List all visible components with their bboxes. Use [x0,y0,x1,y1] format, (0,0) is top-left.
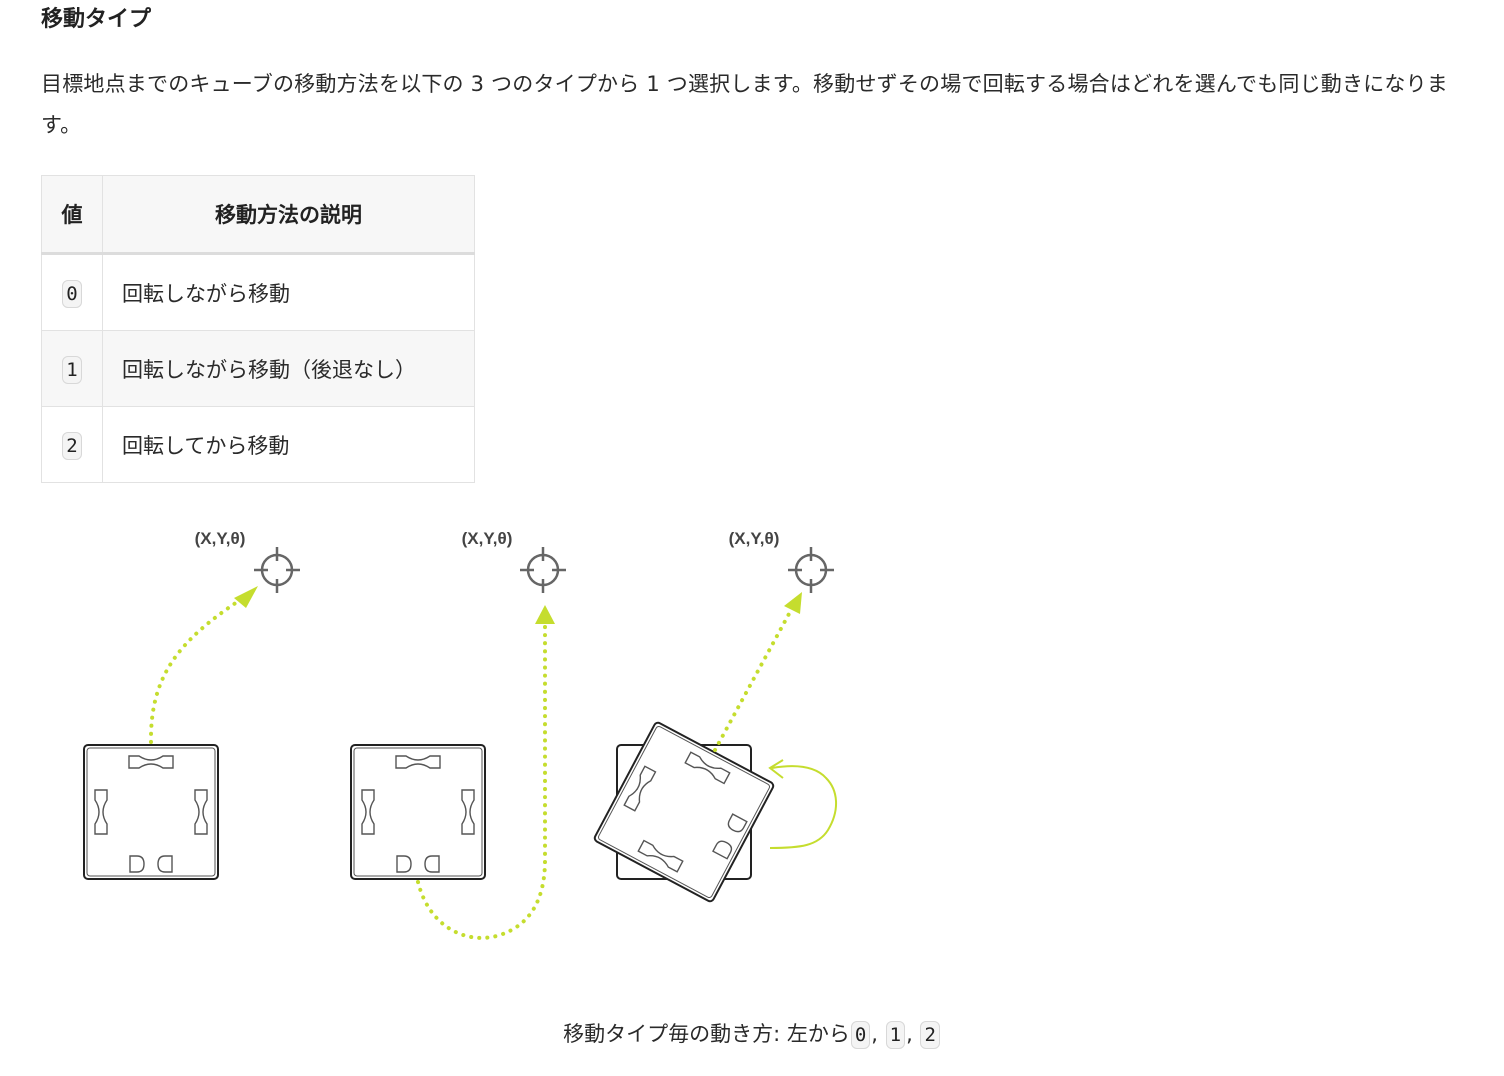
cube-icon [83,744,219,880]
rotate-arrow-icon [769,765,837,849]
rotate-arrow-head [768,759,784,779]
table-cell-value: 1 [41,330,103,407]
cube-icon [350,744,486,880]
value-code: 2 [62,431,82,460]
arrow-head [784,592,802,614]
move-path [416,623,547,940]
table-header-row: 値 移動方法の説明 [41,175,475,255]
arrow-head [234,586,258,608]
arrow-head [535,605,555,624]
target-label: (X,Y,θ) [195,529,246,548]
move-path [148,598,242,744]
target-icon [786,545,836,595]
caption-separator: , [906,1022,920,1046]
target-label: (X,Y,θ) [729,529,780,548]
caption-code-1: 1 [885,1021,906,1049]
target-icon [518,545,568,595]
target-icon [252,545,302,595]
table-cell-description: 回転しながら移動（後退なし） [102,330,475,407]
value-code: 0 [62,279,82,308]
target-label: (X,Y,θ) [462,529,513,548]
table-cell-value: 2 [41,406,103,483]
panel-type-1: (X,Y,θ) [350,529,568,940]
caption-separator: , [871,1022,885,1046]
caption-code-2: 2 [920,1021,940,1049]
section-heading: 移動タイプ [41,7,152,32]
value-code: 1 [62,355,82,384]
move-type-table: 値 移動方法の説明 0 回転しながら移動 1 回転しながら移動（後退なし） 2 … [41,175,475,483]
panel-type-0: (X,Y,θ) [83,529,302,880]
table-row: 1 回転しながら移動（後退なし） [41,330,475,407]
move-path [713,610,792,752]
panel-type-2: (X,Y,θ) [592,529,837,904]
table-row: 2 回転してから移動 [41,406,475,483]
table-cell-description: 回転してから移動 [102,406,475,483]
caption-code-0: 0 [850,1021,871,1049]
table-row: 0 回転しながら移動 [41,253,475,331]
caption-text: 移動タイプ毎の動き方: 左から [563,1022,850,1046]
header-description: 移動方法の説明 [102,175,475,255]
description-paragraph: 目標地点までのキューブの移動方法を以下の 3 つのタイプから 1 つ選択します。… [41,72,1449,137]
table-cell-description: 回転しながら移動 [102,253,475,331]
